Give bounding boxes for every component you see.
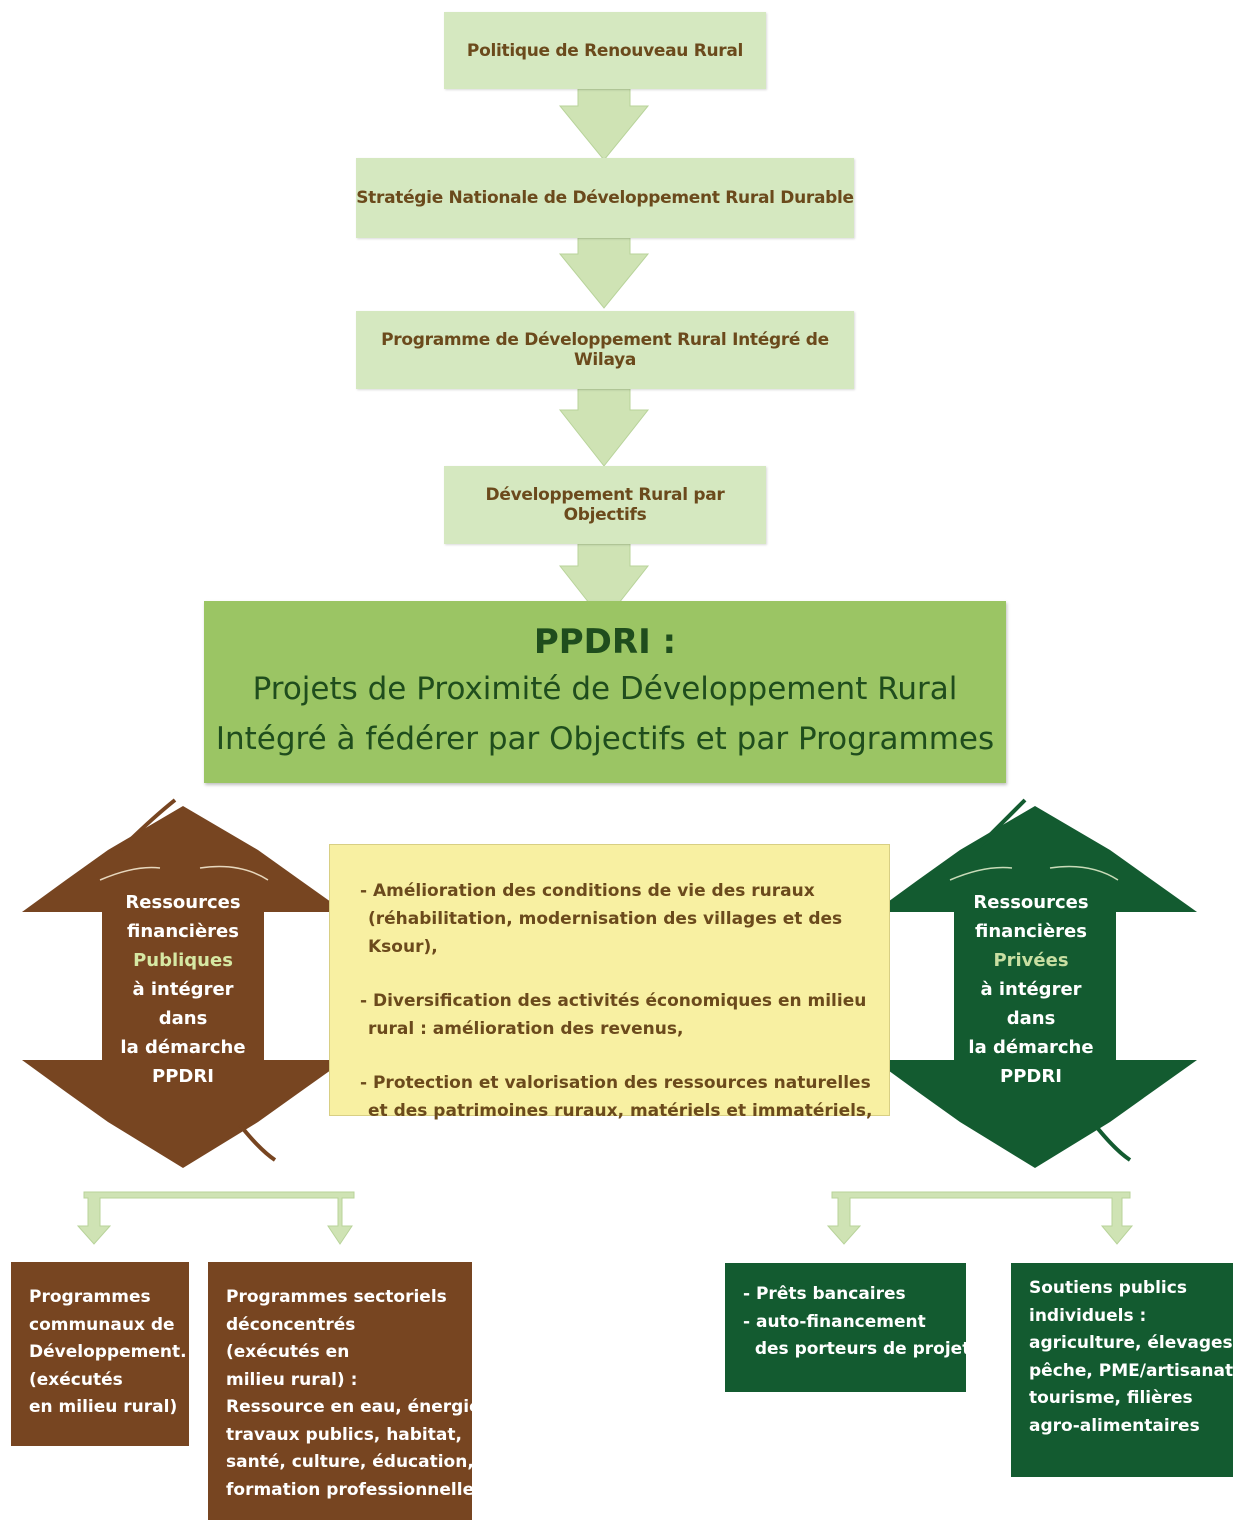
objectives-list: - Amélioration des conditions de vie des… [360,877,879,1151]
box-line: déconcentrés [226,1314,356,1335]
box-line: pêche, PME/artisanat, [1029,1360,1235,1381]
box-line: agro-alimentaires [1029,1415,1200,1436]
loans-box: - Prêts bancaires - auto-financement des… [725,1263,981,1392]
chain-box-strategie: Stratégie Nationale de Développement Rur… [356,158,854,238]
box-line: Soutiens publics [1029,1278,1187,1298]
public-resources-label: Ressources financières Publiques à intég… [98,888,268,1091]
box-line: santé, culture, éducation, [226,1452,474,1472]
objective-item: - Diversification des activités économiq… [360,991,867,1039]
box-line: en milieu rural) [29,1397,178,1417]
private-resources-line: financières [975,921,1087,942]
ppdri-line-2: Intégré à fédérer par Objectifs et par P… [215,721,995,757]
public-resources-line: Ressources [125,892,241,913]
chain-label: Développement Rural par Objectifs [485,485,725,525]
public-resources-line: dans [158,1008,208,1029]
private-resources-line: la démarche [968,1037,1094,1058]
box-line: (exécutés en [226,1342,350,1362]
chain-box-programme-wilaya: Programme de Développement Rural Intégré… [356,311,854,389]
box-line: individuels : [1029,1305,1147,1326]
private-branch-connector [826,1191,1134,1245]
public-resources-line: financières [127,921,239,942]
public-resources-line: PPDRI [152,1066,214,1087]
private-resources-line: PPDRI [1000,1066,1062,1087]
private-resources-line: Ressources [973,892,1089,913]
objectives-box: - Amélioration des conditions de vie des… [329,844,890,1121]
chain-label: Programme de Développement Rural Intégré… [381,330,829,370]
chain-box-renouveau: Politique de Renouveau Rural [444,12,766,89]
communal-programs-box: Programmes communaux de Développement. (… [11,1262,189,1446]
chain-label: Stratégie Nationale de Développement Rur… [356,188,854,208]
box-line: - Prêts bancaires [743,1284,906,1304]
box-line: (exécutés [29,1369,123,1390]
private-resources-shape [874,798,1197,1168]
chain-box-developpement-objectifs: Développement Rural par Objectifs [444,466,766,544]
objective-item: - Protection et valorisation des ressour… [360,1073,873,1121]
box-line: tourisme, filières [1029,1388,1193,1408]
private-resources-line: à intégrer [980,979,1082,1000]
private-resources-label: Ressources financières Privées à intégre… [946,888,1116,1091]
box-line: formation professionnelle [226,1479,475,1500]
public-resources-type: Publiques [133,950,233,971]
individual-support-box: Soutiens publics individuels : agricultu… [1011,1263,1235,1477]
ppdri-box: PPDRI : Projets de Proximité de Développ… [204,601,1006,783]
arrow-down-1 [558,88,650,161]
chain-label: Politique de Renouveau Rural [466,40,744,61]
objective-item: - Amélioration des conditions de vie des… [360,881,843,957]
public-resources-line: la démarche [120,1037,246,1058]
box-line: Programmes sectoriels [226,1287,447,1307]
box-line: des porteurs de projets [743,1339,981,1359]
arrow-down-4 [558,543,650,623]
sectoral-programs-box: Programmes sectoriels déconcentrés (exéc… [208,1262,488,1520]
box-line: communaux de [29,1314,175,1335]
public-resources-line: à intégrer [132,979,234,1000]
private-resources-line: dans [1006,1008,1056,1029]
private-resources-type: Privées [993,950,1069,971]
ppdri-line-1: Projets de Proximité de Développement Ru… [252,671,958,707]
box-line: travaux publics, habitat, [226,1424,462,1445]
arrow-down-3 [558,388,650,467]
public-resources-shape [22,798,345,1168]
arrow-down-2 [558,237,650,309]
ppdri-acronym: PPDRI : [533,622,677,662]
box-line: Développement. [29,1342,187,1362]
box-line: Ressource en eau, énergie, [226,1397,488,1417]
box-line: Programmes [29,1287,151,1307]
box-line: - auto-financement [743,1311,926,1332]
public-branch-connector [76,1191,355,1245]
box-line: agriculture, élevages, [1029,1333,1235,1353]
box-line: milieu rural) : [226,1369,358,1390]
